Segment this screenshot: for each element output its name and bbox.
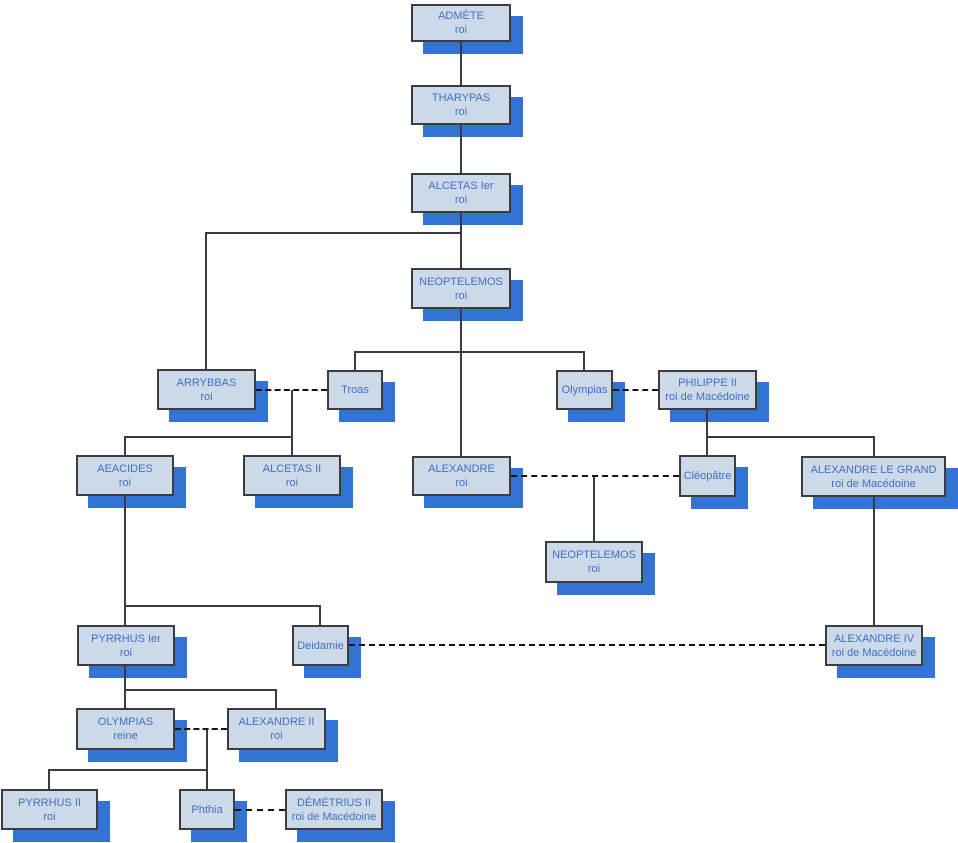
connector-line: [319, 605, 321, 626]
node-demetrius-2[interactable]: DÉMÉTRIUS II roi de Macédoine: [285, 789, 383, 830]
marriage-line-olympias-alexandre2: [175, 728, 227, 730]
node-neoptelemos-2[interactable]: NEOPTELEMOS roi: [545, 541, 643, 583]
node-alexandre[interactable]: ALEXANDRE roi: [412, 456, 511, 496]
marriage-line-olympias-philippe: [613, 389, 658, 391]
node-arrybbas[interactable]: ARRYBBAS roi: [157, 369, 256, 410]
marriage-line-arrybbas-troas: [256, 389, 327, 391]
node-neoptelemos-1[interactable]: NEOPTELEMOS roi: [411, 268, 511, 309]
connector-line: [291, 436, 293, 456]
connector-line: [124, 605, 321, 607]
connector-line: [206, 729, 208, 790]
connector-line: [275, 689, 277, 709]
node-alexandre-4[interactable]: ALEXANDRE IV roi de Macédoine: [825, 625, 923, 666]
node-deidamie[interactable]: Deidamie: [292, 625, 349, 666]
connector-line: [583, 351, 585, 371]
connector-line: [124, 689, 277, 691]
connector-line: [291, 390, 293, 437]
marriage-line-alexandre-cleopatre: [511, 475, 679, 477]
marriage-line-phthia-demetrius: [235, 809, 285, 811]
node-troas[interactable]: Troas: [327, 370, 383, 410]
connector-line: [706, 410, 708, 456]
connector-line: [354, 351, 356, 371]
connector-line: [873, 497, 875, 626]
node-olympias[interactable]: Olympias: [556, 370, 613, 410]
connector-line: [706, 436, 875, 438]
node-pyrrhus-2[interactable]: PYRRHUS II roi: [1, 789, 98, 830]
connector-line: [873, 436, 875, 457]
node-olympias-reine[interactable]: OLYMPIAS reine: [76, 708, 175, 750]
connector-line: [48, 769, 208, 771]
node-admete[interactable]: ADMÈTE roi: [411, 4, 511, 42]
node-aeacides[interactable]: AEACIDES roi: [76, 455, 174, 496]
node-phthia[interactable]: Phthia: [179, 789, 235, 830]
connector-line: [354, 351, 585, 353]
connector-line: [460, 125, 462, 174]
node-alexandre-le-grand[interactable]: ALEXANDRE LE GRAND roi de Macédoine: [801, 456, 946, 497]
node-cleopatre[interactable]: Cléopâtre: [679, 455, 736, 497]
connector-line: [205, 232, 462, 234]
connector-line: [460, 309, 462, 457]
connector-line: [124, 436, 293, 438]
connector-line: [460, 213, 462, 269]
connector-line: [124, 666, 126, 709]
connector-line: [460, 42, 462, 86]
node-alexandre-2[interactable]: ALEXANDRE II roi: [227, 708, 326, 750]
marriage-line-deidamie-alexandre4: [349, 644, 825, 646]
connector-line: [124, 436, 126, 456]
connector-line: [205, 232, 207, 370]
node-alcetas-2[interactable]: ALCETAS II roi: [243, 455, 341, 496]
node-tharypas[interactable]: THARYPAS roi: [411, 85, 511, 125]
connector-line: [48, 769, 50, 790]
node-philippe-2[interactable]: PHILIPPE II roi de Macédoine: [658, 370, 757, 410]
connector-line: [593, 476, 595, 542]
node-alcetas-1[interactable]: ALCETAS Ier roi: [411, 173, 511, 213]
connector-line: [124, 496, 126, 626]
node-pyrrhus-1[interactable]: PYRRHUS Ier roi: [77, 625, 175, 666]
